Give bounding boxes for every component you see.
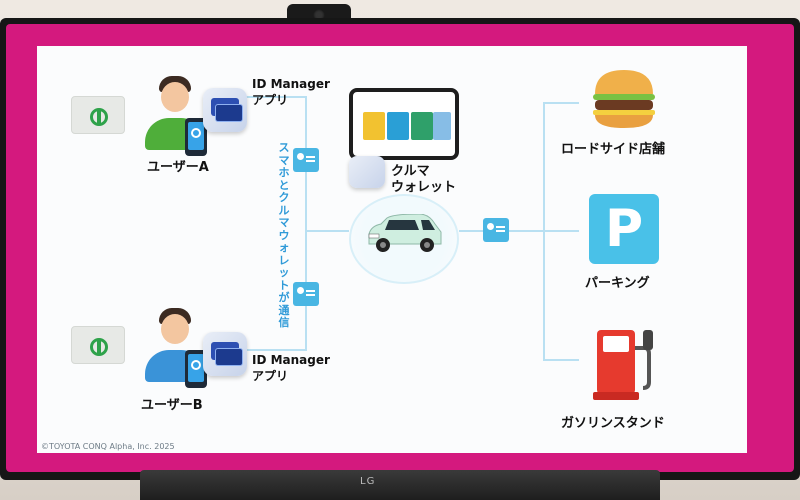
communication-note: スマホとクルマウォレットが通信 — [278, 141, 290, 329]
connector-line — [233, 349, 307, 351]
tv-stand — [140, 470, 660, 500]
id-card-icon — [293, 148, 319, 172]
user-a-avatar-icon — [137, 76, 217, 156]
user-b-label: ユーザーB — [141, 398, 203, 413]
connector-line — [543, 230, 579, 232]
id-manager-app-icon — [203, 332, 247, 376]
connector-line — [305, 230, 349, 232]
id-card-icon — [293, 282, 319, 306]
gas-station-label: ガソリンスタンド — [561, 416, 665, 431]
car-wallet-screen-icon — [349, 88, 459, 160]
license-card-icon — [71, 326, 125, 364]
connector-line — [543, 102, 579, 104]
connector-line — [305, 96, 307, 350]
car-wallet-label: クルマウォレット — [391, 164, 457, 195]
user-a-label: ユーザーA — [147, 160, 209, 175]
user-b-avatar-icon — [137, 308, 217, 388]
hamburger-icon — [593, 70, 655, 128]
connector-line — [543, 359, 579, 361]
wallet-app-icon — [349, 156, 385, 188]
roadside-store-label: ロードサイド店舗 — [561, 142, 666, 157]
copyright-text: ©TOYOTA CONQ Alpha, Inc. 2025 — [41, 442, 175, 451]
parking-label: パーキング — [585, 276, 650, 291]
license-card-icon — [71, 96, 125, 134]
tv-brand-logo: LG — [360, 476, 376, 487]
connector-line — [233, 96, 307, 98]
id-card-icon — [483, 218, 509, 242]
id-manager-app-icon — [203, 88, 247, 132]
parking-icon: P — [589, 194, 659, 264]
gas-pump-icon — [593, 330, 653, 400]
car-icon — [368, 214, 442, 252]
